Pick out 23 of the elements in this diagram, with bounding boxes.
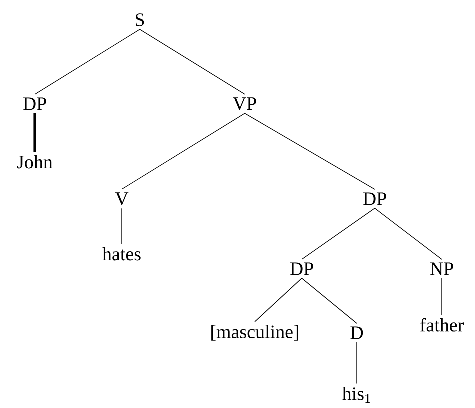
category-label: S	[136, 14, 144, 26]
branch-line	[302, 208, 376, 260]
category-label: NP	[430, 262, 454, 276]
branch-line	[356, 342, 358, 384]
category-label: V	[115, 192, 129, 206]
branch-line	[244, 113, 376, 190]
category-label: D	[350, 326, 364, 340]
branch-line	[374, 208, 442, 260]
feature-label: [masculine]	[212, 325, 298, 341]
word-label: father	[420, 318, 464, 332]
category-label: DP	[290, 262, 314, 276]
word-label: John	[17, 155, 53, 169]
branch-line	[122, 113, 246, 190]
word-label: hates	[102, 247, 141, 261]
branch-line	[254, 278, 302, 322]
category-label: DP	[23, 98, 46, 110]
word-label: his$_{1}$	[342, 387, 370, 403]
branch-line	[302, 278, 358, 324]
branch-line	[140, 29, 246, 95]
category-label: VP	[233, 98, 256, 110]
category-label: DP	[363, 192, 386, 206]
branch-line	[34, 113, 36, 152]
branch-line	[34, 29, 140, 95]
